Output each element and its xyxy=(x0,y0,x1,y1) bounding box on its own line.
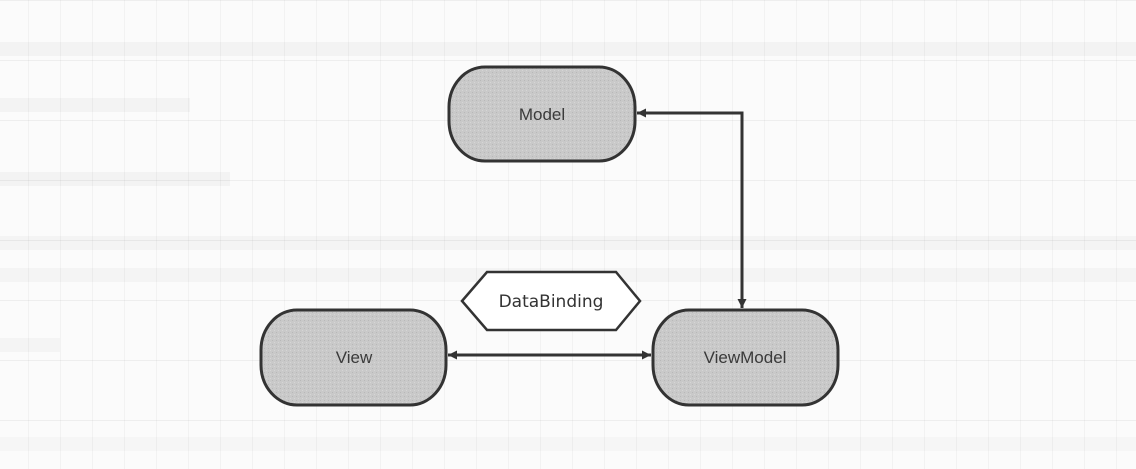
databinding-badge: DataBinding xyxy=(460,270,642,332)
model-node: Model xyxy=(447,65,637,163)
viewmodel-model-arrow xyxy=(637,108,747,308)
viewmodel-node: ViewModel xyxy=(651,308,840,407)
databinding-label: DataBinding xyxy=(499,292,604,312)
viewmodel-label: ViewModel xyxy=(704,348,787,367)
view-node: View xyxy=(259,308,448,407)
view-label: View xyxy=(336,348,373,367)
model-label: Model xyxy=(519,105,565,124)
